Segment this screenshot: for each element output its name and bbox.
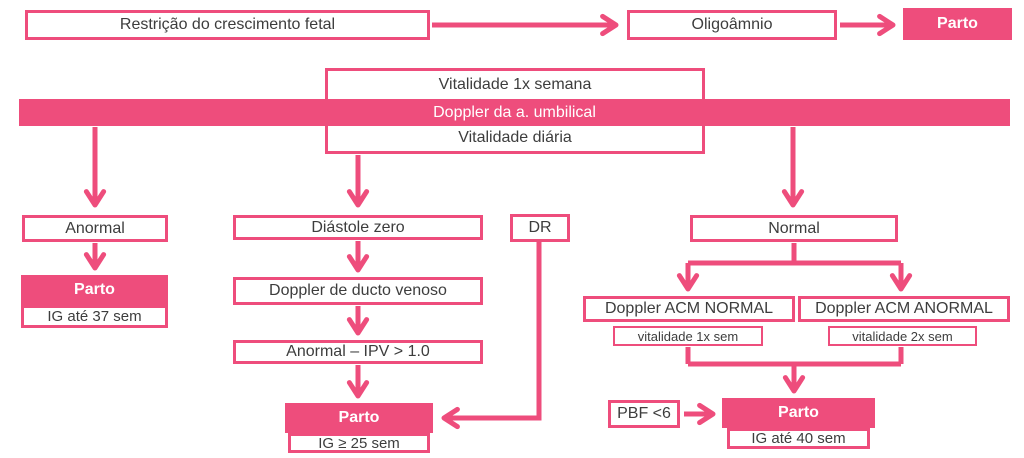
node-restricao-crescimento-fetal: Restrição do crescimento fetal [25,10,430,40]
node-ig-ate-40-sem: IG até 40 sem [727,428,870,449]
node-doppler-acm-normal: Doppler ACM NORMAL [583,296,795,322]
node-anormal: Anormal [22,215,168,242]
node-vitalidade-1x-sem: vitalidade 1x sem [613,326,763,346]
node-doppler-acm-anormal: Doppler ACM ANORMAL [798,296,1010,322]
node-pbf: PBF <6 [608,400,680,428]
node-parto-left: Parto [21,275,168,305]
node-dr: DR [510,214,570,242]
node-parto-middle: Parto [285,403,433,433]
node-doppler-ducto-venoso: Doppler de ducto venoso [233,277,483,305]
node-oligoamnio: Oligoâmnio [627,10,837,40]
node-parto-right: Parto [722,398,875,428]
node-vitalidade-2x-sem: vitalidade 2x sem [828,326,977,346]
node-diastole-zero: Diástole zero [233,215,483,240]
node-ig-25-sem: IG ≥ 25 sem [288,433,430,453]
node-normal: Normal [690,215,898,242]
node-parto-top: Parto [903,8,1012,40]
node-ig-ate-37-sem: IG até 37 sem [21,305,168,328]
node-vitalidade-semanal: Vitalidade 1x semana [438,75,592,93]
node-doppler-umbilical-banner: Doppler da a. umbilical [19,99,1010,126]
node-vitalidade-diaria: Vitalidade diária [458,128,572,146]
node-anormal-ipv: Anormal – IPV > 1.0 [233,340,483,364]
